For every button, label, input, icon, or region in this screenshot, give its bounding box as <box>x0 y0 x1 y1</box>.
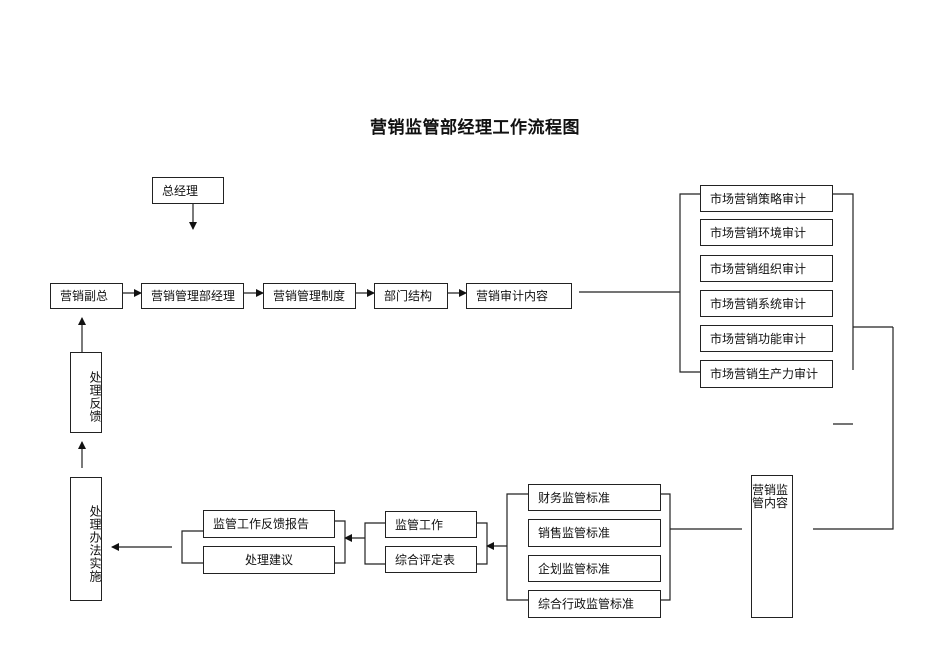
node-handling-suggestion: 处理建议 <box>203 546 335 574</box>
standard-item: 企划监管标准 <box>528 555 661 582</box>
audit-item: 市场营销生产力审计 <box>700 360 833 388</box>
line-right-down <box>813 327 894 530</box>
bracket-work-left <box>364 522 385 565</box>
node-handling-implementation: 处理办法实施 <box>70 477 102 601</box>
node-supervision-work: 监管工作 <box>385 511 477 538</box>
node-handling-feedback: 处理反馈 <box>70 352 102 433</box>
node-feedback-report: 监管工作反馈报告 <box>203 510 335 538</box>
audit-item: 市场营销策略审计 <box>700 185 833 212</box>
standard-item: 财务监管标准 <box>528 484 661 511</box>
bracket-report-left <box>181 530 203 564</box>
node-department-structure: 部门结构 <box>374 283 448 309</box>
bracket-work-right <box>477 522 488 565</box>
bracket-report-right <box>335 520 346 564</box>
bracket-standards-right <box>660 493 671 601</box>
node-marketing-mgmt-system: 营销管理制度 <box>263 283 356 309</box>
audit-item: 市场营销功能审计 <box>700 325 833 352</box>
node-general-manager: 总经理 <box>152 177 224 204</box>
node-vp-marketing: 营销副总 <box>50 283 123 309</box>
bracket-audit-right <box>833 193 854 370</box>
page-title: 营销监管部经理工作流程图 <box>370 118 580 138</box>
standard-item: 销售监管标准 <box>528 519 661 547</box>
audit-item: 市场营销系统审计 <box>700 290 833 317</box>
node-marketing-audit-content: 营销审计内容 <box>466 283 572 309</box>
node-marketing-mgmt-manager: 营销管理部经理 <box>141 283 244 309</box>
node-marketing-supervision-content: 营销监管内容 <box>751 475 793 618</box>
audit-item: 市场营销环境审计 <box>700 219 833 246</box>
bracket-standards-left <box>506 493 528 601</box>
audit-item: 市场营销组织审计 <box>700 255 833 282</box>
standard-item: 综合行政监管标准 <box>528 590 661 618</box>
bracket-audit-left <box>679 193 700 373</box>
node-comprehensive-evaluation: 综合评定表 <box>385 546 477 573</box>
